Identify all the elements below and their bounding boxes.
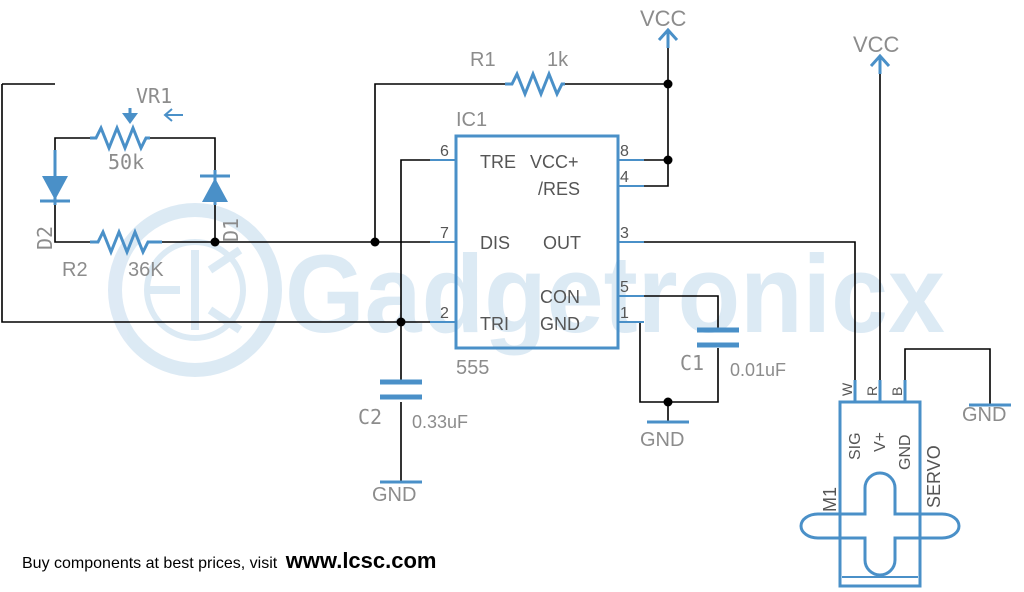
diode-d1: D1 (200, 170, 243, 242)
pin-2-num: 2 (440, 305, 449, 322)
vcc-symbol-left: VCC (640, 6, 687, 48)
d2-ref: D2 (33, 226, 57, 250)
gnd-label-ic: GND (640, 429, 684, 451)
servo-pin-b: B (889, 387, 905, 396)
servo-pin-w: W (839, 382, 855, 396)
resistor-r2: R2 36K (62, 227, 164, 281)
r1-value: 1k (547, 49, 569, 71)
ic-555: IC1 555 6 TRE 7 DIS 2 TRI 8 VCC+ 4 /RES … (430, 109, 644, 379)
r2-ref: R2 (62, 259, 88, 281)
c1-value: 0.01uF (730, 360, 786, 380)
pin-3-num: 3 (620, 225, 629, 242)
r1-ref: R1 (470, 49, 496, 71)
diode-d2: D2 (33, 150, 70, 250)
servo-name: SERVO (924, 445, 944, 508)
pin-7-num: 7 (440, 225, 449, 242)
ic-ref: IC1 (456, 109, 487, 131)
pin-4-num: 4 (620, 169, 629, 186)
d1-ref: D1 (219, 218, 243, 242)
vcc-label-right: VCC (853, 32, 900, 57)
pin-4-name: /RES (538, 179, 580, 199)
vcc-symbol-right: VCC (853, 32, 900, 74)
capacitor-c2: C2 0.33uF (358, 379, 468, 432)
c1-ref: C1 (680, 351, 704, 375)
servo-pin-vplus: V+ (872, 432, 889, 452)
potentiometer-vr1: VR1 50k (90, 84, 183, 174)
servo-m1: W R B SIG V+ GND M1 SERVO (799, 380, 961, 588)
servo-pin-sig: SIG (847, 432, 864, 460)
pin-3-name: OUT (543, 233, 581, 253)
footer-text: Buy components at best prices, visit (22, 555, 278, 572)
gnd-symbol-c2: GND (372, 480, 422, 506)
watermark: Gadgetronicx (108, 203, 945, 377)
vcc-label-left: VCC (640, 6, 687, 31)
c2-value: 0.33uF (412, 412, 468, 432)
r2-value: 36K (128, 259, 164, 281)
vr1-ref: VR1 (136, 84, 172, 108)
servo-ref: M1 (820, 487, 840, 512)
ic-part: 555 (456, 357, 489, 379)
footer-link[interactable]: www.lcsc.com (285, 548, 437, 573)
pin-7-name: DIS (480, 233, 510, 253)
gnd-symbol-servo: GND (962, 403, 1011, 426)
wires (1, 32, 991, 482)
pin-8-name: VCC+ (530, 152, 579, 172)
pin-5-num: 5 (620, 279, 629, 296)
pin-6-num: 6 (440, 143, 449, 160)
pin-2-name: TRI (480, 314, 509, 334)
c2-ref: C2 (358, 405, 382, 429)
servo-pin-gnd: GND (897, 434, 914, 470)
footer: Buy components at best prices, visit www… (22, 548, 437, 574)
pin-6-name: TRE (480, 152, 516, 172)
resistor-r1: R1 1k (470, 49, 569, 99)
gnd-symbol-ic: GND (640, 420, 689, 451)
gnd-label-c2: GND (372, 484, 416, 506)
gnd-label-servo: GND (962, 404, 1006, 426)
pin-8-num: 8 (620, 143, 629, 160)
pin-5-name: CON (540, 287, 580, 307)
capacitor-c1: C1 0.01uF (680, 327, 786, 380)
vr1-value: 50k (108, 150, 144, 174)
junctions (210, 79, 673, 407)
pin-1-num: 1 (620, 305, 629, 322)
watermark-text: Gadgetronicx (285, 233, 945, 356)
pin-1-name: GND (540, 314, 580, 334)
servo-pin-r: R (864, 386, 880, 396)
